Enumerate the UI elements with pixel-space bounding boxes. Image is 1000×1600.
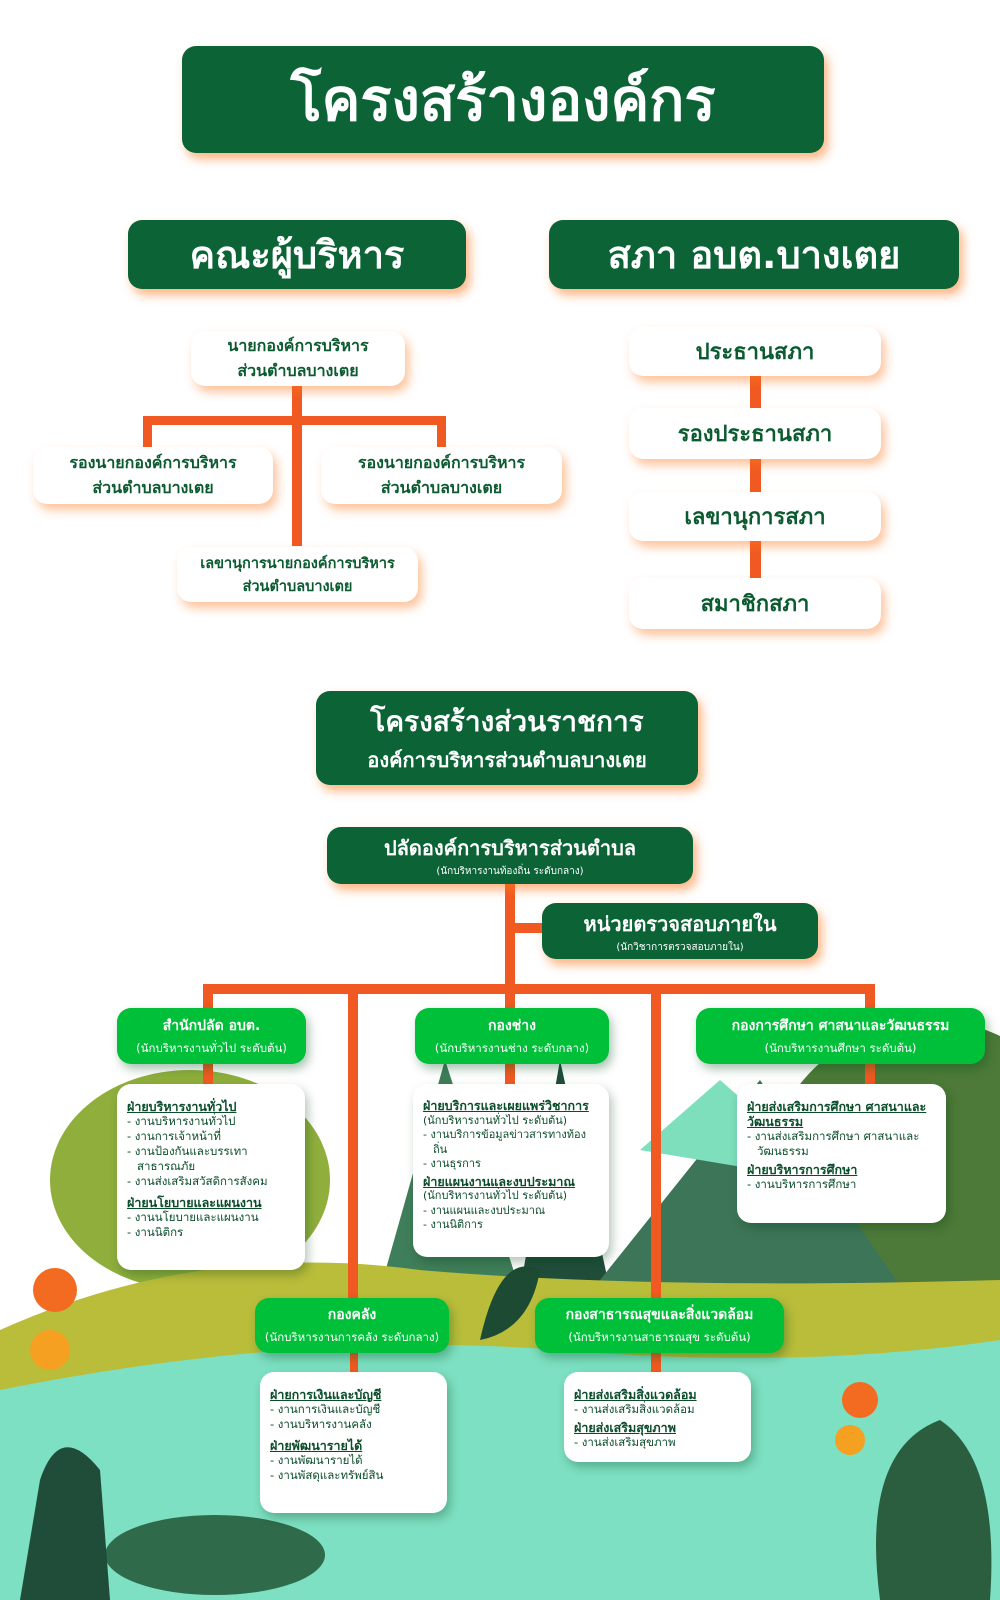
section-heading: ฝ่ายพัฒนารายได้ — [270, 1438, 363, 1453]
section-heading: ฝ่ายแผนงานและงบประมาณ — [423, 1173, 575, 1189]
list-item: - งานส่งเสริมการศึกษา ศาสนาและวัฒนธรรม — [747, 1129, 920, 1158]
connector-line — [143, 416, 446, 425]
title: โครงสร้างส่วนราชการ — [370, 705, 644, 738]
subtitle: (นักบริหารงานทั่วไป ระดับต้น) — [136, 1040, 287, 1055]
list-item: - งานบริหารการศึกษา — [747, 1177, 857, 1191]
title: ปลัดองค์การบริหารส่วนตำบล — [383, 836, 637, 860]
division-box: สำนักปลัด อบต. (นักบริหารงานทั่วไป ระดับต… — [117, 1008, 306, 1064]
section-card: ฝ่ายการเงินและบัญชี - งานการเงินและบัญชี… — [260, 1372, 447, 1513]
list-item: - งานป้องกันและบรรเทาสาธารณภัย — [127, 1144, 248, 1173]
section-heading: ฝ่ายบริหารงานทั่วไป — [127, 1099, 237, 1114]
subtitle: (นักบริหารงานท้องถิ่น ระดับกลาง) — [436, 866, 584, 877]
council-header: สภา อบต.บางเตย — [549, 220, 959, 289]
title: กองการศึกษา ศาสนาและวัฒนธรรม — [731, 1017, 950, 1034]
internal-audit-box: หน่วยตรวจสอบภายใน (นักวิชาการตรวจสอบภายใ… — [542, 903, 818, 959]
subtitle: (นักบริหารงานสาธารณสุข ระดับต้น) — [568, 1330, 751, 1344]
connector-line — [651, 984, 661, 1374]
deputy-mayor-right-box: รองนายกองค์การบริหารส่วนตำบลบางเตย — [321, 447, 562, 504]
deputy-mayor-left-box: รองนายกองค์การบริหารส่วนตำบลบางเตย — [33, 447, 273, 504]
list-item: - งานพัสดุและทรัพย์สิน — [270, 1468, 384, 1482]
connector-line — [510, 923, 545, 933]
subtitle: (นักบริหารงานการคลัง ระดับกลาง) — [264, 1330, 440, 1344]
label: ส่วนตำบลบางเตย — [237, 360, 359, 380]
list-item: - งานนโยบายและแผนงาน — [127, 1210, 259, 1224]
title: หน่วยตรวจสอบภายใน — [583, 911, 777, 936]
label: ส่วนตำบลบางเตย — [92, 477, 214, 497]
section-card: ฝ่ายบริการและเผยแพร่วิชาการ (นักบริหารงา… — [413, 1084, 609, 1257]
section-card: ฝ่ายส่งเสริมการศึกษา ศาสนาและวัฒนธรรม - … — [737, 1084, 946, 1223]
connector-line — [437, 416, 446, 448]
mayor-box: นายกองค์การบริหารส่วนตำบลบางเตย — [191, 331, 405, 386]
label: ส่วนตำบลบางเตย — [380, 477, 503, 497]
section-heading: ฝ่ายการเงินและบัญชี — [270, 1387, 382, 1402]
section-card: ฝ่ายส่งเสริมสิ่งแวดล้อม - งานส่งเสริมสิ่… — [564, 1372, 751, 1462]
section-subtitle: (นักบริหารงานทั่วไป ระดับต้น) — [423, 1113, 568, 1127]
council-item: รองประธานสภา — [629, 408, 881, 459]
section-subtitle: (นักบริหารงานทั่วไป ระดับต้น) — [423, 1189, 568, 1202]
list-item: - งานส่งเสริมสุขภาพ — [574, 1435, 676, 1449]
list-item: - งานนิติกร — [127, 1225, 184, 1239]
label: รองนายกองค์การบริหาร — [69, 452, 237, 472]
section-heading: ฝ่ายบริหารการศึกษา — [747, 1162, 858, 1177]
list-item: - งานส่งเสริมสิ่งแวดล้อม — [574, 1402, 695, 1416]
division-box: กองคลัง (นักบริหารงานการคลัง ระดับกลาง) — [255, 1298, 449, 1353]
list-item: - งานบริหารงานคลัง — [270, 1417, 372, 1431]
list-item: - งานแผนและงบประมาณ — [423, 1203, 546, 1217]
council-item: ประธานสภา — [629, 327, 881, 376]
label: เลขานุการนายกองค์การบริหาร — [200, 555, 395, 572]
list-item: - งานบริการข้อมูลข่าวสารทางท้องถิ่น — [423, 1128, 586, 1156]
chief-administrator-box: ปลัดองค์การบริหารส่วนตำบล (นักบริหารงานท… — [327, 827, 693, 884]
section-heading: ฝ่ายส่งเสริมสิ่งแวดล้อม — [574, 1387, 697, 1402]
label: นายกองค์การบริหาร — [227, 335, 369, 355]
list-item: - งานการเจ้าหน้าที่ — [127, 1129, 221, 1143]
list-item: - งานส่งเสริมสวัสดิการสังคม — [127, 1174, 268, 1188]
title: กองสาธารณสุขและสิ่งแวดล้อม — [565, 1307, 754, 1323]
division-box: กองช่าง (นักบริหารงานช่าง ระดับกลาง) — [415, 1008, 609, 1064]
executives-header: คณะผู้บริหาร — [128, 220, 466, 289]
subtitle: (นักบริหารงานศึกษา ระดับต้น) — [764, 1040, 917, 1055]
label: ส่วนตำบลบางเตย — [242, 578, 353, 595]
division-box: กองการศึกษา ศาสนาและวัฒนธรรม (นักบริหารงา… — [696, 1008, 985, 1064]
connector-line — [203, 984, 875, 994]
section-heading: ฝ่ายบริการและเผยแพร่วิชาการ — [423, 1098, 589, 1113]
connector-line — [750, 376, 761, 586]
council-item: เลขานุการสภา — [629, 492, 881, 541]
subtitle: องค์การบริหารส่วนตำบลบางเตย — [367, 748, 647, 772]
list-item: - งานการเงินและบัญชี — [270, 1402, 381, 1416]
subtitle: (นักวิชาการตรวจสอบภายใน) — [616, 941, 744, 953]
connector-line — [348, 984, 358, 1300]
connector-line — [292, 386, 302, 546]
title: กองคลัง — [327, 1307, 377, 1323]
section-heading: ฝ่ายส่งเสริมการศึกษา ศาสนาและวัฒนธรรม — [747, 1099, 927, 1129]
list-item: - งานนิติการ — [423, 1218, 483, 1231]
division-box: กองสาธารณสุขและสิ่งแวดล้อม (นักบริหารงานส… — [535, 1298, 784, 1353]
section-heading: ฝ่ายนโยบายและแผนงาน — [127, 1195, 262, 1210]
gov-structure-title: โครงสร้างส่วนราชการ องค์การบริหารส่วนตำบ… — [316, 691, 698, 785]
section-heading: ฝ่ายส่งเสริมสุขภาพ — [574, 1420, 676, 1435]
label: รองนายกองค์การบริหาร — [357, 452, 526, 472]
list-item: - งานพัฒนารายได้ — [270, 1453, 363, 1467]
section-card: ฝ่ายบริหารงานทั่วไป - งานบริหารงานทั่วไป… — [117, 1084, 305, 1270]
list-item: - งานบริหารงานทั่วไป — [127, 1114, 236, 1128]
list-item: - งานธุรการ — [423, 1157, 481, 1170]
subtitle: (นักบริหารงานช่าง ระดับกลาง) — [434, 1040, 590, 1055]
title: กองช่าง — [488, 1017, 536, 1034]
connector-line — [143, 416, 152, 448]
mayor-secretary-box: เลขานุการนายกองค์การบริหารส่วนตำบลบางเตย — [177, 547, 418, 602]
page-title: โครงสร้างองค์กร — [182, 46, 824, 153]
connector-line — [350, 1350, 358, 1374]
connector-line — [505, 884, 515, 988]
title: สำนักปลัด อบต. — [162, 1017, 261, 1034]
council-item: สมาชิกสภา — [629, 578, 881, 629]
